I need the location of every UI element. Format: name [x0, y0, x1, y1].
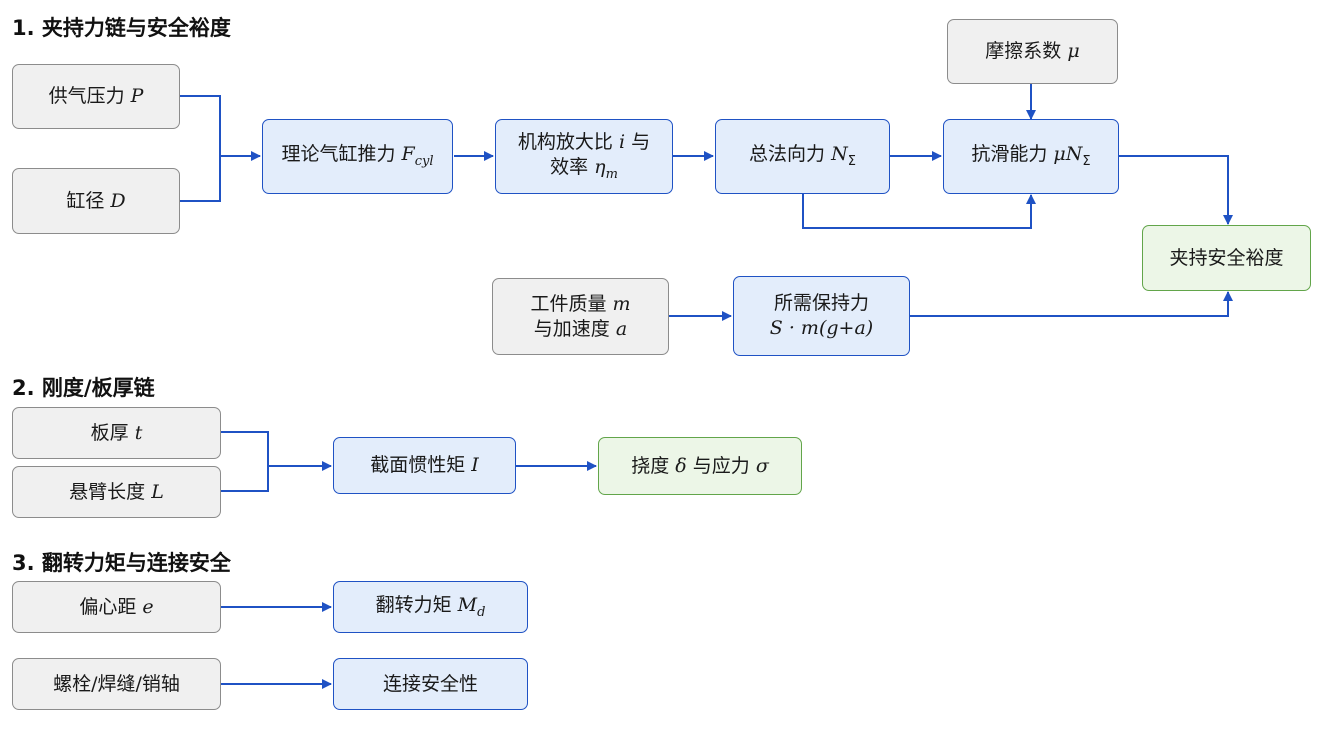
edge-antislip-to-margin [1119, 155, 1233, 225]
section-title-overturning-chain: 3. 翻转力矩与连接安全 [12, 551, 231, 575]
node-eccentric-distance: 偏心距 e [12, 581, 221, 633]
edge-supply-merge [180, 95, 221, 156]
node-total-normal-force: 总法向力 NΣ [715, 119, 890, 194]
node-theoretical-cylinder-thrust: 理论气缸推力 Fcyl [262, 119, 453, 194]
node-bolt-weld-pin: 螺栓/焊缝/销轴 [12, 658, 221, 710]
node-workpiece-mass-acceleration: 工件质量 m 与加速度 a [492, 278, 669, 355]
node-mechanism-ratio-efficiency: 机构放大比 i 与 效率 ηm [495, 119, 673, 194]
node-plate-thickness: 板厚 t [12, 407, 221, 459]
node-friction-coefficient: 摩擦系数 μ [947, 19, 1118, 84]
section-title-clamping-chain: 1. 夹持力链与安全裕度 [12, 16, 231, 40]
edge-cant-merge [221, 466, 269, 492]
edge-holding-to-margin [910, 291, 1233, 317]
node-required-holding-force: 所需保持力 S · m(g+a) [733, 276, 910, 356]
section-title-stiffness-chain: 2. 刚度/板厚链 [12, 376, 155, 400]
edge-normal-loop-to-antislip [802, 193, 1036, 229]
node-section-moment-of-inertia: 截面惯性矩 I [333, 437, 516, 494]
node-overturning-moment: 翻转力矩 Md [333, 581, 528, 633]
node-clamping-safety-margin: 夹持安全裕度 [1142, 225, 1311, 291]
edge-thick-merge [221, 431, 269, 466]
node-anti-slip-capacity: 抗滑能力 μNΣ [943, 119, 1119, 194]
node-deflection-and-stress: 挠度 δ 与应力 σ [598, 437, 802, 495]
node-cantilever-length: 悬臂长度 L [12, 466, 221, 518]
node-supply-pressure: 供气压力 P [12, 64, 180, 129]
node-bore-diameter: 缸径 D [12, 168, 180, 234]
node-joint-safety: 连接安全性 [333, 658, 528, 710]
edge-bore-merge [180, 156, 221, 202]
